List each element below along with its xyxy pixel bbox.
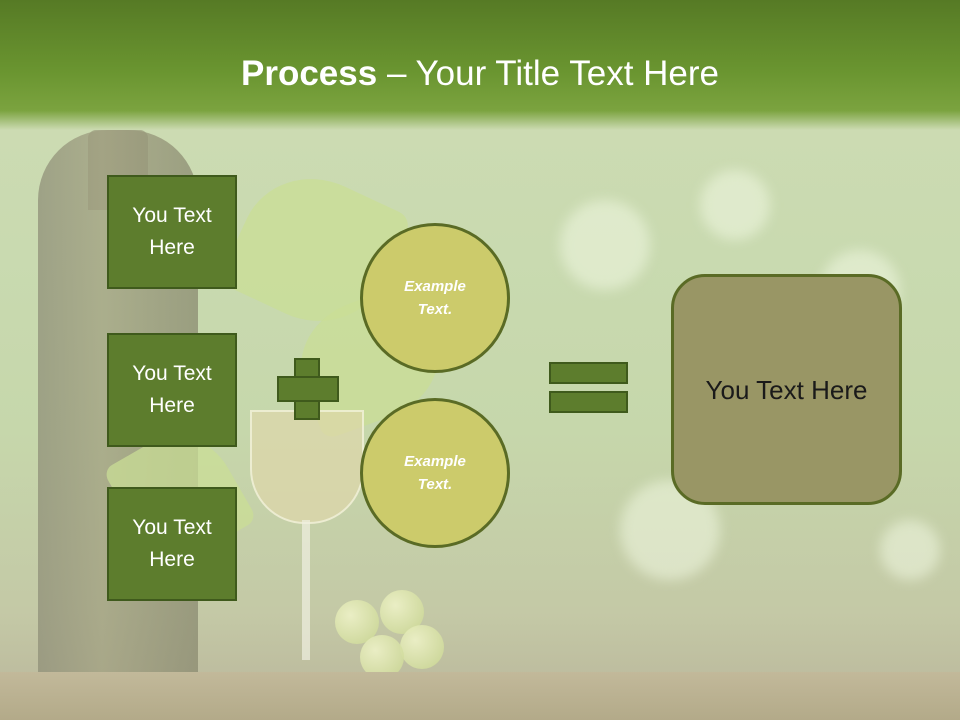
wine-glass-stem <box>302 520 310 660</box>
example-circle-2: Example Text. <box>360 398 510 548</box>
result-box: You Text Here <box>671 274 902 505</box>
text-box-2: You Text Here <box>107 333 237 447</box>
example-circle-1: Example Text. <box>360 223 510 373</box>
title-banner: Process – Your Title Text Here <box>0 0 960 130</box>
text-box-3: You Text Here <box>107 487 237 601</box>
result-label: You Text Here <box>705 374 868 405</box>
bokeh-light <box>700 170 770 240</box>
grape <box>400 625 444 669</box>
text-box-label: You Text Here <box>132 204 212 259</box>
equals-icon-top-bar <box>549 362 628 384</box>
equals-icon-bottom-bar <box>549 391 628 413</box>
slide-title: Process – Your Title Text Here <box>0 52 960 96</box>
bokeh-light <box>880 520 940 580</box>
wine-glass <box>250 410 364 524</box>
text-box-label: You Text Here <box>132 516 212 571</box>
circle-label: Example Text. <box>404 278 466 318</box>
text-box-label: You Text Here <box>132 362 212 417</box>
title-strong: Process <box>241 54 378 93</box>
grape <box>360 635 404 679</box>
plus-icon-center <box>296 378 318 400</box>
circle-label: Example Text. <box>404 453 466 493</box>
wooden-table <box>0 672 960 720</box>
title-rest: – Your Title Text Here <box>377 54 719 93</box>
bokeh-light <box>560 200 650 290</box>
text-box-1: You Text Here <box>107 175 237 289</box>
